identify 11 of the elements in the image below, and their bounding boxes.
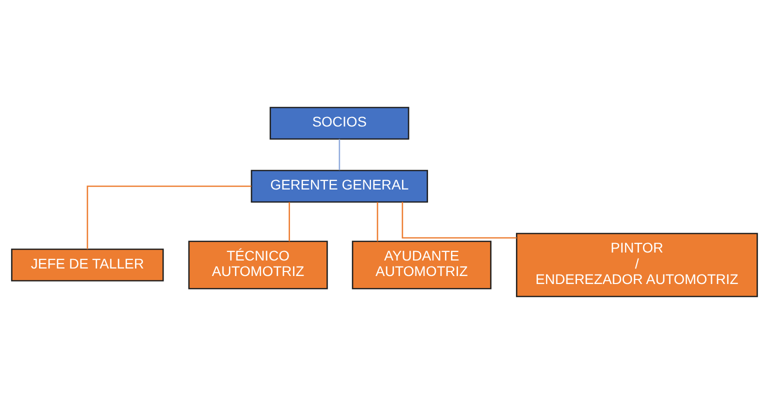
node-box: SOCIOS — [270, 106, 410, 140]
node-box: TÉCNICO AUTOMOTRIZ — [188, 240, 328, 290]
node-box: JEFE DE TALLER — [11, 248, 164, 282]
connector — [338, 139, 340, 170]
connector — [376, 202, 378, 242]
node-box: PINTOR / ENDEREZADOR AUTOMOTRIZ — [516, 232, 758, 298]
connector — [86, 186, 252, 250]
connector — [402, 202, 517, 239]
node-box: GERENTE GENERAL — [250, 170, 428, 203]
node-box: AYUDANTE AUTOMOTRIZ — [352, 240, 492, 290]
connector — [288, 202, 290, 242]
